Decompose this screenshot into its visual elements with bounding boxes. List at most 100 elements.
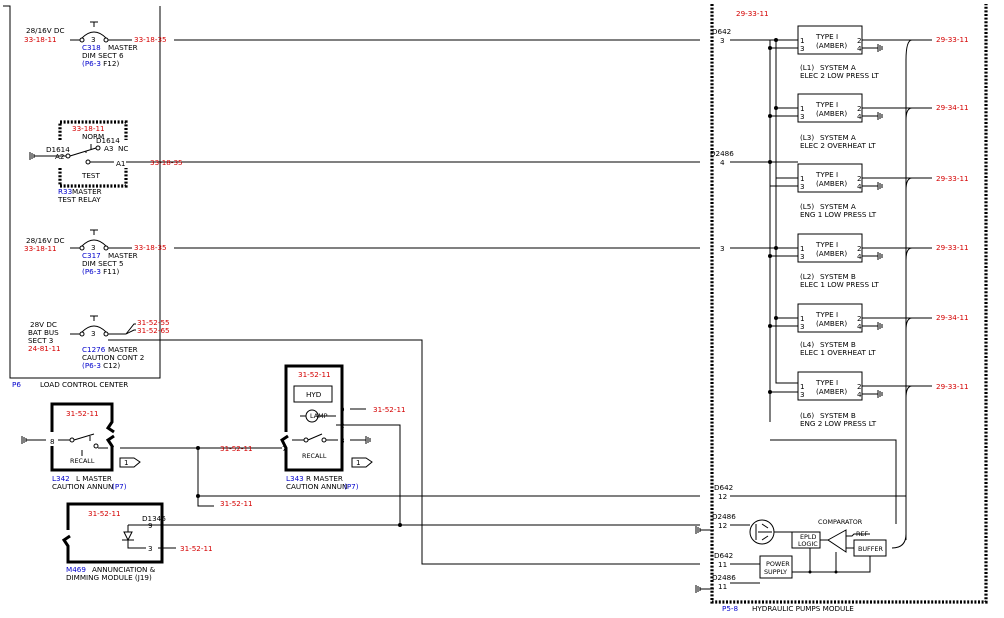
r343-recall: RECALL (302, 452, 327, 460)
lamp-row-l4[interactable]: TYPE I (AMBER) 1 3 2 4 (L4) SYSTEM B ELE… (797, 303, 969, 357)
lamp-pin4: 4 (857, 322, 862, 331)
lamp-ref: 29-34-11 (936, 313, 969, 322)
r33-out-ref: 33-18-35 (150, 158, 183, 167)
m469-name: ANNUNCIATION & (92, 565, 156, 574)
lamp-id: (L2) (800, 272, 814, 281)
p6-load-control-center: P6 LOAD CONTROL CENTER 28/16V DC 33-18-1… (3, 5, 700, 389)
lamp-output-arrows (912, 39, 932, 387)
m469-pin3: 3 (148, 544, 153, 553)
c318-id: C318 (82, 43, 101, 52)
r33-id: R33 (58, 187, 72, 196)
c317-loc-id: P6-3 (85, 267, 101, 276)
power-label: POWER (766, 560, 790, 568)
lamp-system: SYSTEM A (820, 63, 856, 72)
m469-ref-top: 31-52-11 (88, 509, 121, 518)
lamp-system: SYSTEM A (820, 133, 856, 142)
connector-name: D642 (714, 551, 733, 560)
epld-logic-block[interactable]: EPLD LOGIC (791, 531, 821, 549)
svg-text:(P7): (P7) (344, 482, 359, 491)
l342-pin-in: 8 (50, 437, 55, 446)
c317-supply: 28/16V DC (26, 236, 64, 245)
connector-pin-3[interactable]: 3 (720, 244, 725, 253)
lamp-pin2: 2 (857, 382, 862, 391)
annunciator-l342[interactable]: 31-52-11 8 7 RECALL 1 L342 L MASTER CAUT… (21, 402, 141, 491)
connector-d2486-4[interactable]: D2486 4 (710, 149, 734, 167)
connector-d642-11[interactable]: D642 11 (714, 551, 733, 569)
p58-ref-top: 29-33-11 (736, 9, 769, 18)
module-m469[interactable]: 31-52-11 D1346 9 3 31-52-11 M469 ANNUNCI… (61, 502, 213, 582)
lamp-color: (AMBER) (816, 41, 847, 50)
lamp-type: TYPE I (815, 100, 838, 109)
c317-name: MASTER (108, 251, 138, 260)
connector-d642-3[interactable]: D642 3 (712, 27, 731, 45)
wires (108, 39, 798, 565)
lamp-id: (L1) (800, 63, 814, 72)
c1276-name: MASTER (108, 345, 138, 354)
logic-label: LOGIC (798, 540, 818, 548)
c318-loc-rest: F12) (101, 59, 120, 68)
lamp-ref: 29-33-11 (936, 174, 969, 183)
m469-ref-3: 31-52-11 (180, 544, 213, 553)
relay-r33[interactable]: 33-18-11 NORM TEST D1614 D1614 A2 A3 NC … (29, 120, 700, 204)
lamp-desc: ELEC 1 OVERHEAT LT (800, 348, 876, 357)
lamp-system: SYSTEM B (820, 340, 856, 349)
lamp-type: TYPE I (815, 378, 838, 387)
r343-flag: 1 (356, 458, 361, 467)
r33-name2: TEST RELAY (57, 195, 101, 204)
power-supply-block[interactable]: POWER SUPPLY (759, 555, 793, 579)
lamp-type: TYPE I (815, 240, 838, 249)
c1276-supply-ref: 24-81-11 (28, 344, 61, 353)
lamp-row-l5[interactable]: TYPE I (AMBER) 1 3 2 4 (L5) SYSTEM A ENG… (797, 163, 969, 219)
lamp-pin2: 2 (857, 174, 862, 183)
lamp-pin3: 3 (800, 322, 805, 331)
connector-pin: 3 (720, 36, 725, 45)
lamp-ref: 29-33-11 (936, 243, 969, 252)
c1276-out-ref-b: 31-52-65 (137, 326, 170, 335)
ref-label: REF (856, 530, 868, 538)
c317-supply-ref: 33-18-11 (24, 244, 57, 253)
lamp-row-l6[interactable]: TYPE I (AMBER) 1 3 2 4 (L6) SYSTEM B ENG… (797, 371, 969, 428)
lamp-type: TYPE I (815, 310, 838, 319)
connector-d2486-11[interactable]: D2486 11 (712, 573, 736, 591)
buffer-label: BUFFER (858, 545, 883, 553)
lamp-row-l3[interactable]: TYPE I (AMBER) 1 3 2 4 (L3) SYSTEM A ELE… (797, 93, 969, 150)
breaker-c317[interactable]: 28/16V DC 33-18-11 3 C317 MASTER DIM SEC… (24, 229, 167, 276)
lamp-system: SYSTEM A (820, 202, 856, 211)
c317-out-ref: 33-18-35 (134, 243, 167, 252)
lamp-desc: ELEC 2 OVERHEAT LT (800, 141, 876, 150)
breaker-c1276[interactable]: 28V DC BAT BUS SECT 3 24-81-11 3 31-52-5… (28, 315, 170, 370)
breaker-c318[interactable]: 28/16V DC 33-18-11 3 C318 MASTER DIM SEC… (24, 21, 167, 68)
connector-name: D2486 (712, 573, 736, 582)
annunciator-r343[interactable]: HYD 31-52-11 LAMP 9 2 7 8 RECALL 31-52-1… (280, 364, 406, 491)
c317-pin: 3 (91, 243, 96, 252)
connector-d642-12[interactable]: D642 12 (714, 483, 733, 501)
svg-text:(P6-3 C12): (P6-3 C12) (82, 361, 120, 370)
r33-a3: A3 (104, 144, 114, 153)
buffer-block[interactable]: BUFFER (853, 539, 887, 557)
lamp-color: (AMBER) (816, 249, 847, 258)
r343-pin7: 7 (282, 444, 287, 453)
connector-d2486-12[interactable]: D2486 12 (712, 512, 736, 530)
lamp-pin1: 1 (800, 314, 805, 323)
connector-pin: 11 (718, 560, 727, 569)
lamp-desc: ELEC 1 LOW PRESS LT (800, 280, 879, 289)
lamp-pin1: 1 (800, 36, 805, 45)
r343-loc: P7 (347, 482, 356, 491)
lamp-row-l1[interactable]: TYPE I (AMBER) 1 3 2 4 (L1) SYSTEM A ELE… (797, 25, 969, 80)
comparator-amp[interactable]: COMPARATOR (818, 518, 863, 553)
c1276-supply: 28V DC (30, 320, 57, 329)
lamp-desc: ELEC 2 LOW PRESS LT (800, 71, 879, 80)
l342-loc: P7 (115, 482, 124, 491)
lamp-row-l2[interactable]: TYPE I (AMBER) 1 3 2 4 (L2) SYSTEM B ELE… (797, 233, 969, 289)
c1276-id: C1276 (82, 345, 106, 354)
l342-recall: RECALL (70, 457, 95, 465)
r33-d1614-left: D1614 (46, 145, 70, 154)
lamp-color: (AMBER) (816, 387, 847, 396)
c1276-pin: 3 (91, 329, 96, 338)
lamp-pin3: 3 (800, 44, 805, 53)
c317-name2: DIM SECT 5 (82, 259, 124, 268)
lamp-ref: 29-34-11 (936, 103, 969, 112)
lamp-pin2: 2 (857, 104, 862, 113)
connector-name: D642 (712, 27, 731, 36)
lamp-pin4: 4 (857, 182, 862, 191)
